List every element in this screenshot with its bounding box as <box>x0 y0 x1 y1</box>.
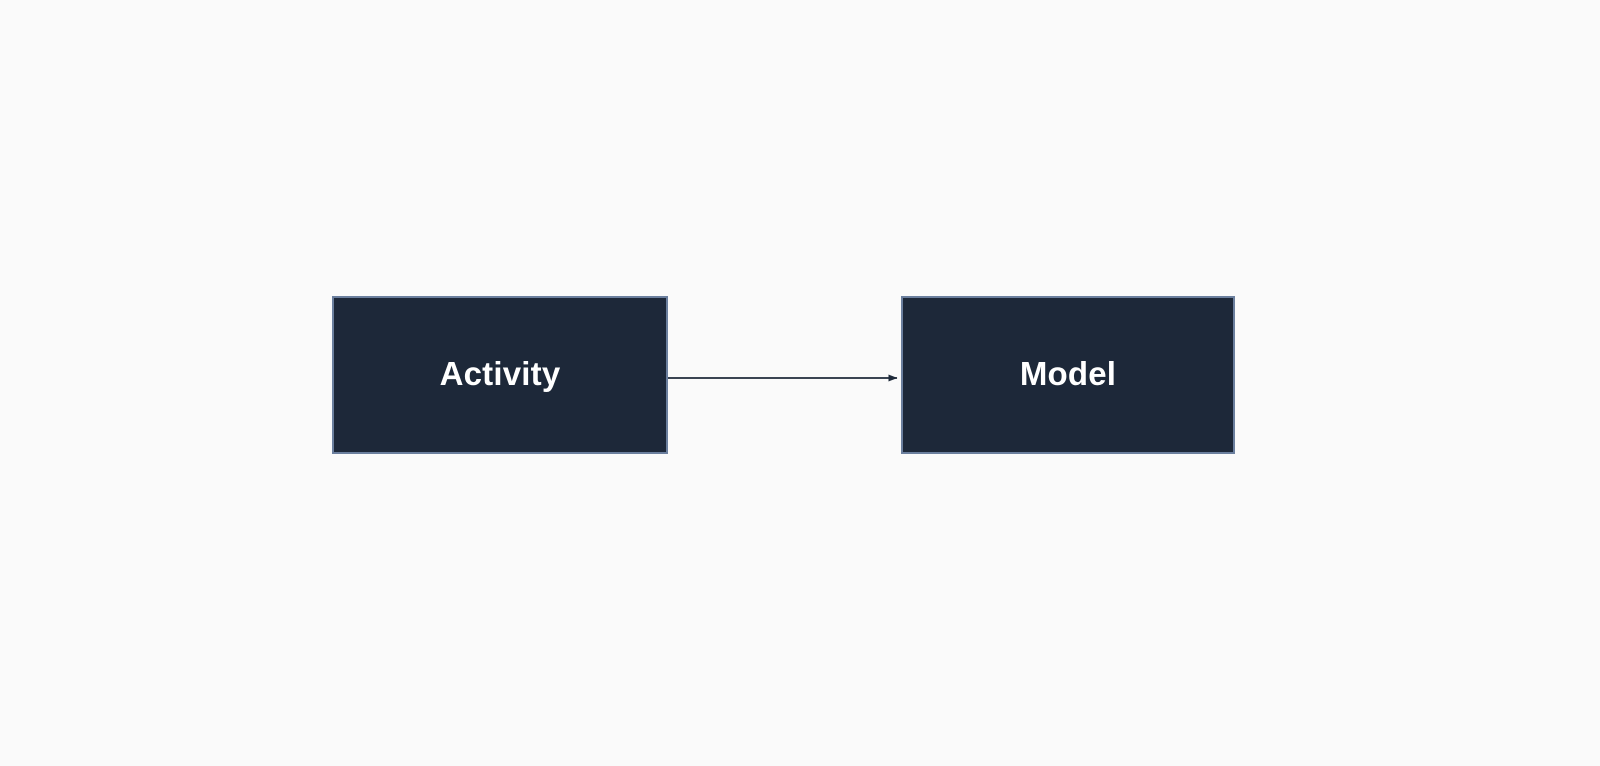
node-model-label: Model <box>1019 354 1117 392</box>
node-model[interactable]: Model <box>901 296 1235 454</box>
node-activity[interactable]: Activity <box>332 296 668 454</box>
node-activity-label: Activity <box>439 354 561 392</box>
